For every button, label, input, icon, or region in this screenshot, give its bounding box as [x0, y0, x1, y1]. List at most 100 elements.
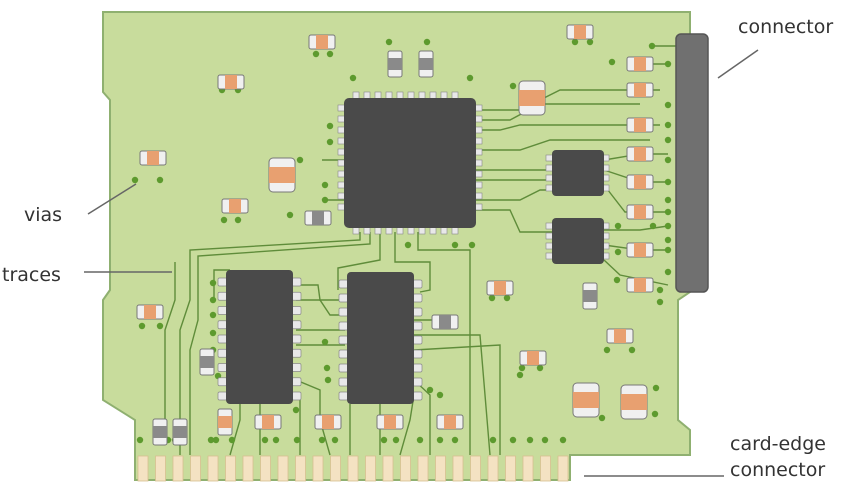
- trace: [476, 209, 552, 233]
- dip-pin: [217, 377, 228, 387]
- smd-body: [419, 58, 433, 70]
- smd-body: [144, 305, 156, 319]
- via: [586, 38, 594, 46]
- cap-body: [621, 394, 647, 410]
- dip-pin: [338, 307, 349, 317]
- via: [664, 121, 672, 129]
- smd-body: [634, 83, 646, 97]
- smd-body: [316, 35, 328, 49]
- via: [451, 241, 459, 249]
- trace: [417, 232, 471, 455]
- dip-pin: [338, 279, 349, 289]
- via: [518, 364, 526, 372]
- via: [209, 296, 217, 304]
- smd-resistor: [582, 282, 598, 310]
- smd-body: [574, 25, 586, 39]
- smd-capacitor: [626, 277, 654, 293]
- edge-finger: [312, 455, 324, 482]
- via: [664, 246, 672, 254]
- edge-finger: [260, 455, 271, 482]
- dip-pin: [217, 277, 228, 287]
- via: [664, 60, 672, 68]
- via: [664, 208, 672, 216]
- dip-pin: [412, 321, 423, 331]
- via: [136, 436, 144, 444]
- vias-label: vias: [24, 204, 62, 226]
- via: [292, 406, 300, 414]
- via: [293, 436, 301, 444]
- so8-body: [552, 150, 604, 196]
- dip-pin: [291, 363, 302, 372]
- smd-capacitor: [626, 242, 654, 258]
- smd-capacitor: [221, 198, 249, 214]
- dip-pin: [412, 377, 423, 387]
- dip-chip-right: [338, 272, 423, 404]
- smd-capacitor: [376, 414, 404, 430]
- smd-body: [229, 199, 241, 213]
- dip-pin: [291, 320, 302, 330]
- smd-body: [634, 278, 646, 292]
- trace: [295, 379, 331, 456]
- via: [380, 436, 388, 444]
- tantalum-capacitor: [620, 384, 648, 420]
- dip-pin: [412, 335, 423, 345]
- smd-body: [384, 415, 396, 429]
- via: [488, 294, 496, 302]
- smd-body: [583, 290, 597, 302]
- via: [321, 196, 329, 204]
- smd-capacitor: [566, 24, 594, 40]
- edge-finger: [172, 455, 184, 482]
- smd-capacitor: [217, 74, 245, 90]
- trace: [229, 404, 241, 456]
- dip-body: [347, 272, 414, 404]
- via: [385, 38, 393, 46]
- via: [392, 436, 400, 444]
- edge-finger: [347, 455, 359, 482]
- via: [131, 176, 139, 184]
- vias-group: [131, 38, 672, 444]
- trace: [413, 344, 501, 455]
- smd-resistor: [418, 50, 434, 78]
- via: [466, 74, 474, 82]
- via: [234, 216, 242, 224]
- via: [613, 276, 621, 284]
- smd-body: [439, 315, 451, 329]
- smd-capacitor: [136, 304, 164, 320]
- edge-finger: [382, 455, 394, 482]
- edge-finger: [540, 455, 551, 482]
- smd-capacitor: [519, 350, 547, 366]
- smd-capacitor: [308, 34, 336, 50]
- dip-pin: [291, 306, 302, 315]
- via: [404, 241, 412, 249]
- cap-body: [269, 167, 295, 183]
- via: [664, 222, 672, 230]
- dip-pin: [217, 348, 228, 358]
- via: [489, 436, 497, 444]
- via: [516, 371, 524, 379]
- edge-finger: [522, 455, 534, 482]
- via: [318, 436, 326, 444]
- via: [296, 156, 304, 164]
- dip-pin: [338, 293, 349, 303]
- trace: [337, 232, 381, 290]
- edge-finger: [277, 455, 289, 482]
- smd-capacitor: [626, 56, 654, 72]
- via: [649, 222, 657, 230]
- smd-capacitor: [217, 408, 233, 436]
- dip-pin: [291, 291, 302, 301]
- dip-pin: [291, 391, 302, 401]
- vias-leader: [87, 183, 137, 215]
- via: [468, 241, 476, 249]
- smd-resistor: [199, 348, 215, 376]
- via: [220, 216, 228, 224]
- card-edge-connector: [137, 455, 569, 482]
- edge-finger: [400, 455, 411, 482]
- trace: [476, 124, 660, 131]
- dip-pin: [338, 335, 349, 345]
- via: [503, 294, 511, 302]
- so8-pin: [545, 184, 554, 192]
- via: [603, 346, 611, 354]
- smd-capacitor: [626, 82, 654, 98]
- dip-pin: [291, 334, 302, 344]
- smd-capacitor: [626, 146, 654, 162]
